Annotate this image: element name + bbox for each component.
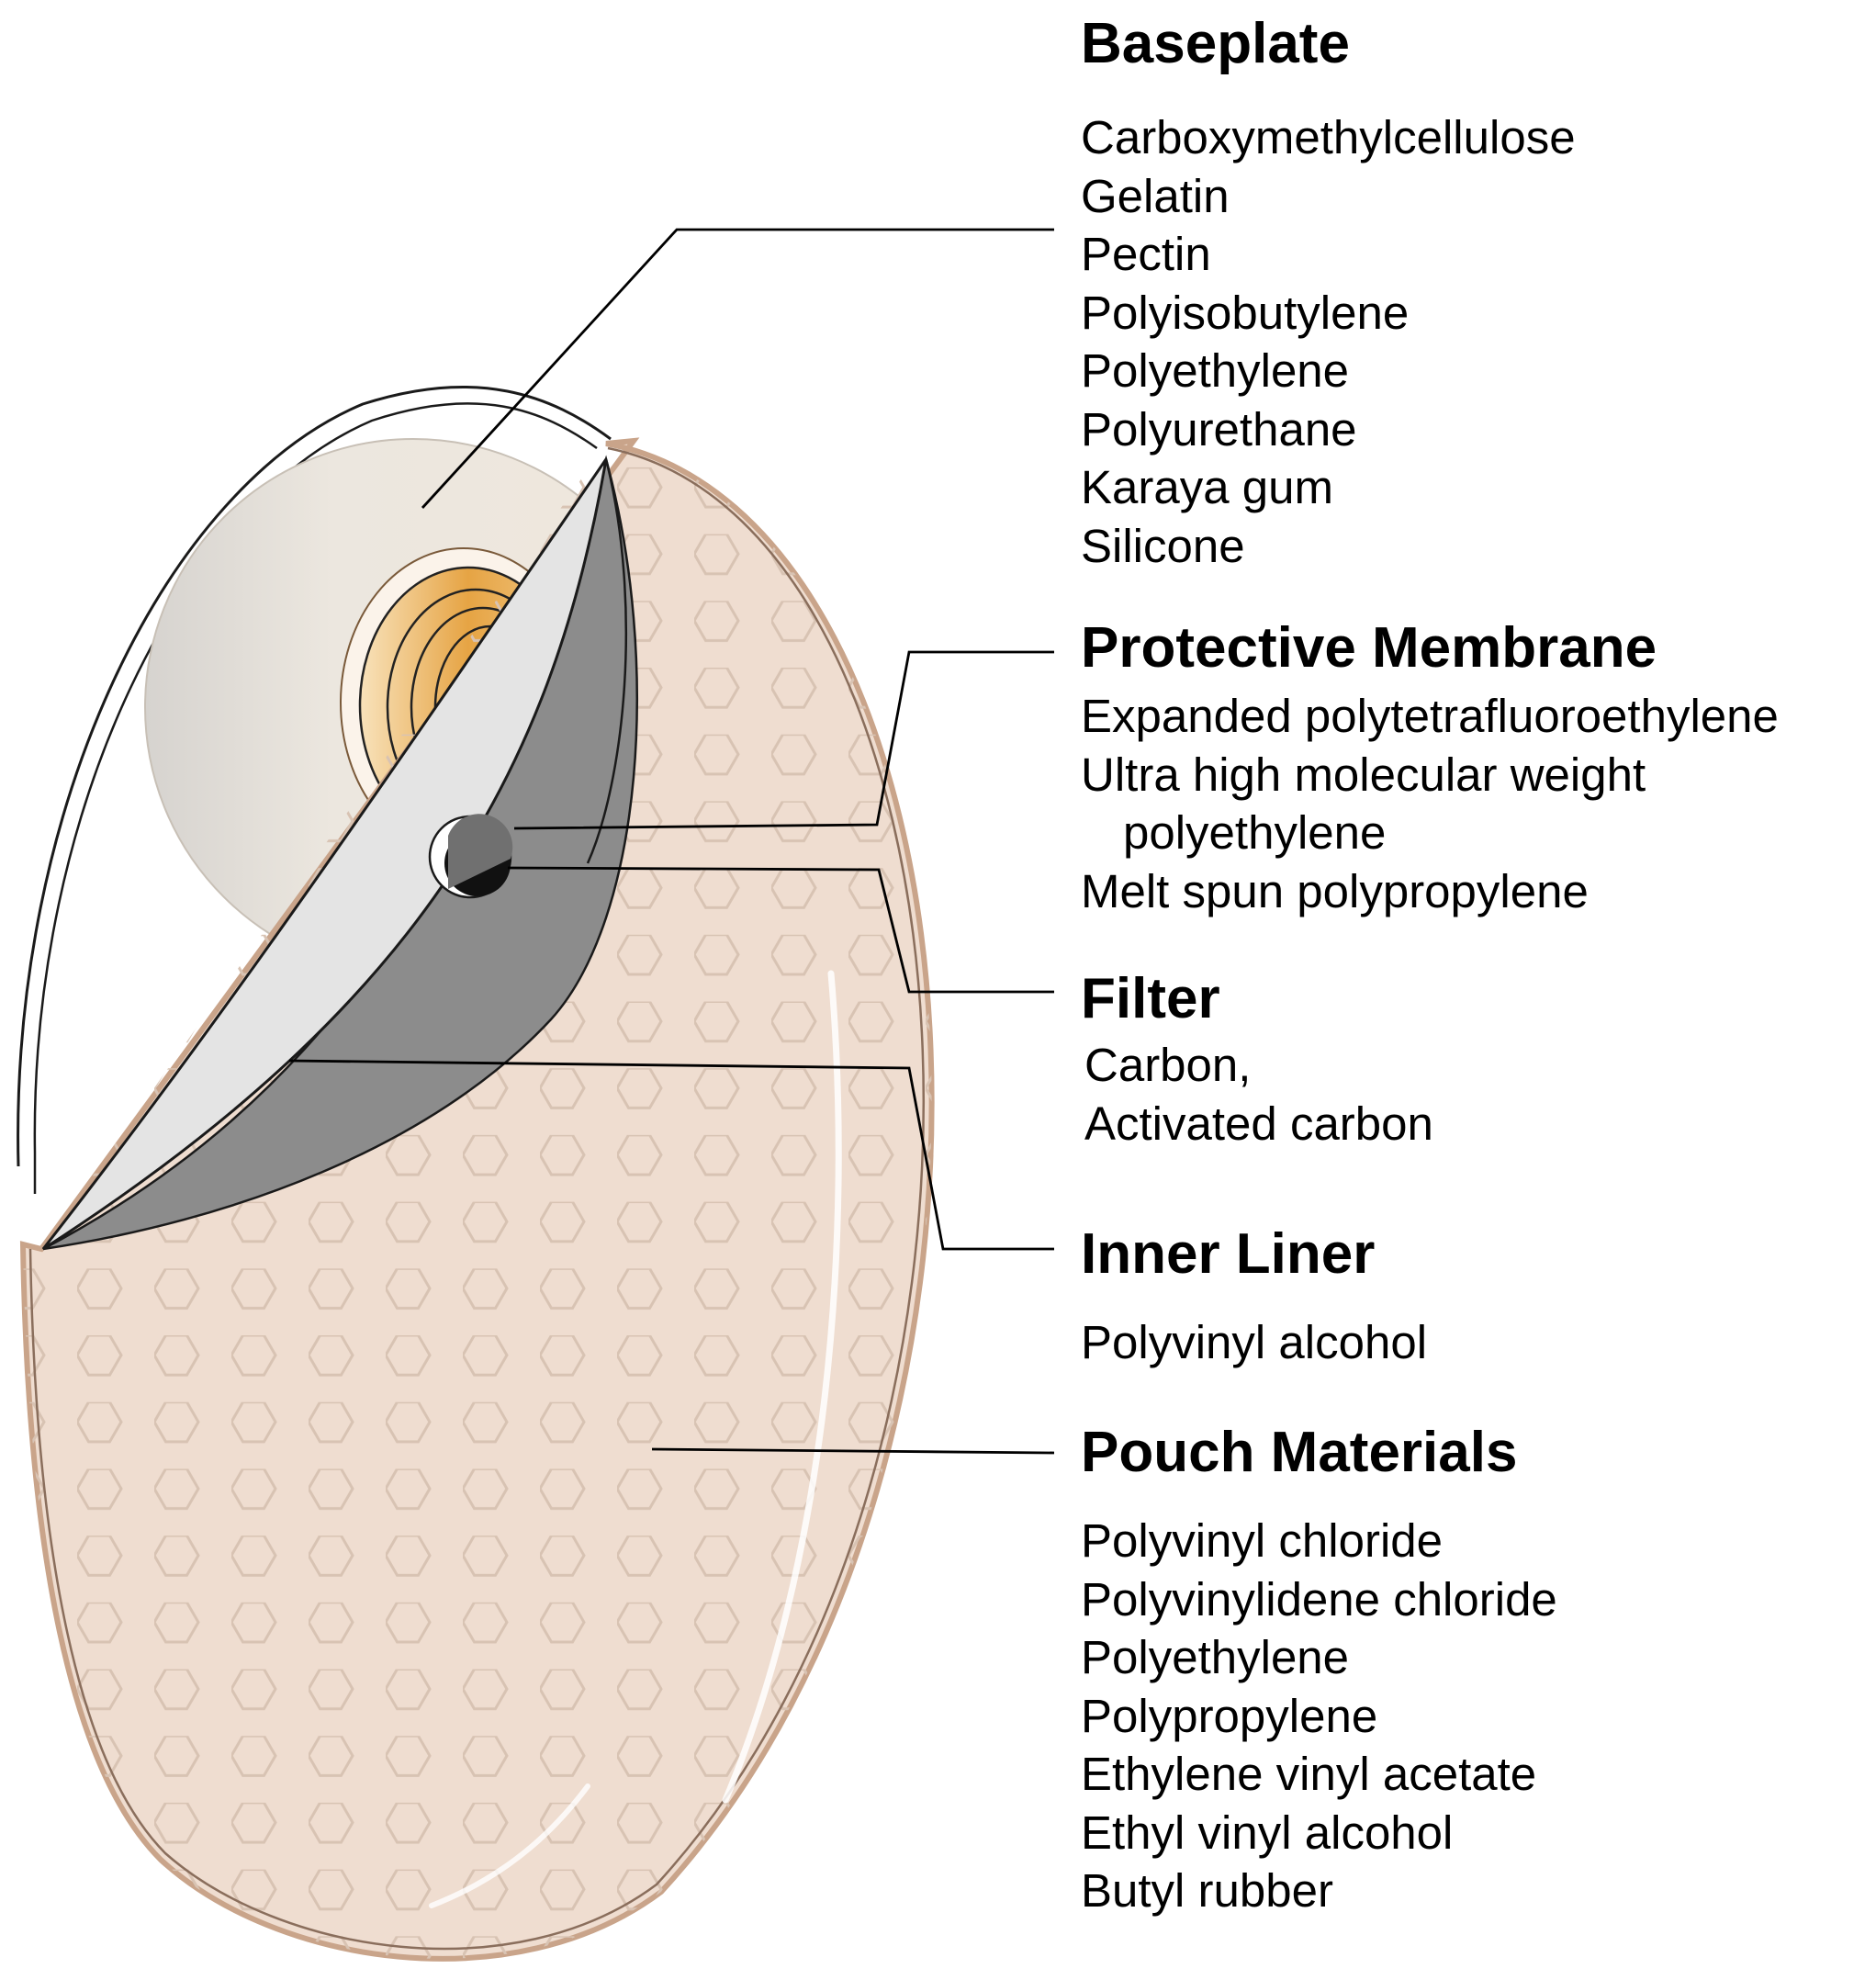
inner-liner-materials: Polyvinyl alcohol [1081, 1313, 1427, 1372]
material-item: Polyethylene [1081, 344, 1350, 397]
inner-liner-layer [41, 455, 638, 1251]
material-item: Polyethylene [1081, 1631, 1350, 1683]
material-item: Polyvinyl alcohol [1081, 1316, 1428, 1368]
protective-membrane-title: Protective Membrane [1081, 616, 1657, 680]
filter-disc [428, 814, 513, 899]
material-item: Silicone [1081, 519, 1245, 572]
leader-inner-liner [288, 1059, 1054, 1251]
material-item: Ethylene vinyl acetate [1081, 1748, 1537, 1800]
inner-liner-title: Inner Liner [1081, 1222, 1376, 1286]
material-item: Karaya gum [1081, 461, 1333, 513]
inner-liner-label-block: Inner Liner Polyvinyl alcohol [1081, 1221, 1427, 1372]
material-item: Pectin [1081, 228, 1211, 280]
material-item: Activated carbon [1084, 1097, 1433, 1150]
leader-baseplate [421, 228, 1054, 509]
material-item: Polypropylene [1081, 1689, 1378, 1742]
leader-pouch-materials [651, 1447, 1055, 1455]
baseplate-label-block: Baseplate Carboxymethylcellulose Gelatin… [1081, 11, 1576, 575]
filter-title: Filter [1081, 967, 1220, 1030]
material-item: Carbon, [1084, 1039, 1252, 1091]
filter-label-block: Filter Carbon, Activated carbon [1081, 966, 1433, 1153]
protective-membrane-materials: Expanded polytetrafluoroethylene Ultra h… [1081, 687, 1779, 920]
material-item: Expanded polytetrafluoroethylene [1081, 690, 1779, 742]
material-item: Ethyl vinyl alcohol [1081, 1806, 1454, 1859]
material-item: Melt spun polypropylene [1081, 864, 1589, 917]
material-item: Polyisobutylene [1081, 286, 1410, 339]
material-item: polyethylene [1123, 806, 1387, 859]
protective-membrane-label-block: Protective Membrane Expanded polytetrafl… [1081, 615, 1779, 920]
pouch-materials-title: Pouch Materials [1081, 1421, 1518, 1484]
material-item: Gelatin [1081, 169, 1230, 222]
leader-protective-membrane [513, 650, 1054, 830]
material-item: Carboxymethylcellulose [1081, 111, 1576, 163]
filter-materials: Carbon, Activated carbon [1081, 1036, 1433, 1153]
material-item: Polyurethane [1081, 402, 1357, 456]
pouch-materials-list: Polyvinyl chloride Polyvinylidene chlori… [1081, 1512, 1557, 1920]
material-item: Butyl rubber [1081, 1864, 1333, 1917]
material-item: Polyvinylidene chloride [1081, 1572, 1557, 1626]
baseplate-title: Baseplate [1081, 12, 1350, 75]
material-item: Polyvinyl chloride [1081, 1514, 1444, 1567]
leader-filter [507, 866, 1054, 994]
baseplate-materials: Carboxymethylcellulose Gelatin Pectin Po… [1081, 108, 1576, 575]
leader-lines [288, 228, 1055, 1455]
pouch-materials-label-block: Pouch Materials Polyvinyl chloride Polyv… [1081, 1420, 1557, 1920]
material-item: Ultra high molecular weight [1081, 748, 1646, 801]
